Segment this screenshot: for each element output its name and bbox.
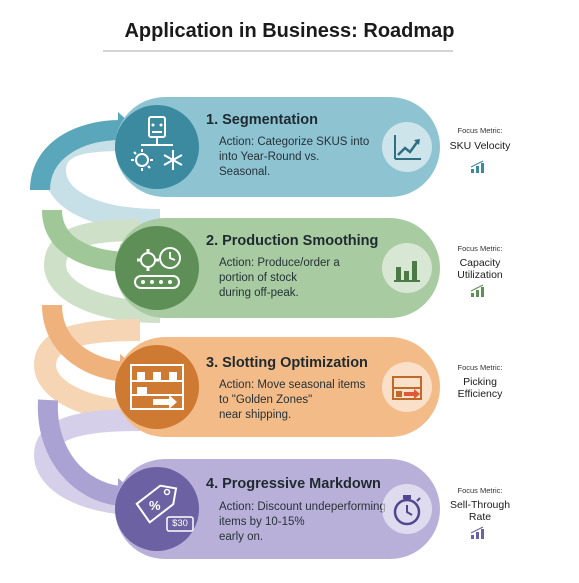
step-2-metric-name: Capacity Utilization xyxy=(443,257,517,281)
step-1-action-line: into Year-Round vs. xyxy=(219,151,320,163)
step-3-metric-circle: Focus Metric: Picking Efficiency xyxy=(443,350,517,424)
step-4-metric-name-line: Sell-Through xyxy=(449,499,511,511)
trend-up-icon xyxy=(470,526,484,539)
step-1-action-line: Seasonal. xyxy=(219,166,271,178)
arrow-to-step1 xyxy=(30,120,121,191)
step-3-chart-circle xyxy=(382,362,432,412)
step-3-title: 3. Slotting Optimization xyxy=(206,355,368,371)
step-4-action-line: early on. xyxy=(219,531,264,543)
conveyor-clock-icon xyxy=(134,247,181,289)
price-tag-label: $30 xyxy=(172,518,188,529)
bar-chart-icon xyxy=(394,261,420,282)
step-2-title: 2. Production Smoothing xyxy=(206,233,379,249)
trend-up-icon xyxy=(470,160,484,173)
warehouse-shelf-icon xyxy=(130,364,184,410)
step-1-title: 1. Segmentation xyxy=(206,112,318,128)
step-4-metric-label: Focus Metric: xyxy=(457,486,503,495)
svg-text:%: % xyxy=(149,498,161,513)
step-2-chart-circle xyxy=(382,243,432,293)
step-4-metric-circle: Focus Metric: Sell-Through Rate xyxy=(443,472,517,546)
step-1-metric-name-line: SKU Velocity xyxy=(449,140,511,152)
step-1-action: Action: Categorize SKUS into into Year-R… xyxy=(219,135,389,180)
step-4-title: 4. Progressive Markdown xyxy=(206,476,381,492)
page-title: Application in Business: Roadmap xyxy=(124,20,455,42)
step-1-metric-name: SKU Velocity xyxy=(443,140,517,152)
step-4-chart-circle xyxy=(382,484,432,534)
step-3-action: Action: Move seasonal items to "Golden Z… xyxy=(219,378,389,423)
step-3-metric-label: Focus Metric: xyxy=(457,363,503,372)
step-3-metric-name-line: Picking xyxy=(463,376,497,388)
step-2-action-line: portion of stock xyxy=(219,272,297,284)
shelf-arrow-icon xyxy=(392,376,422,400)
step-1-icon-circle xyxy=(115,105,199,189)
arrow-to-step2 xyxy=(42,209,126,272)
step-1-action-line: Action: Categorize SKUS into xyxy=(219,136,370,148)
step-3-action-line: to "Golden Zones" xyxy=(219,394,313,406)
step-3-metric-name: Picking Efficiency xyxy=(443,376,517,400)
trend-up-icon xyxy=(470,284,484,297)
step-2-metric-circle: Focus Metric: Capacity Utilization xyxy=(443,231,517,305)
step-4-action-line: Action: Discount undeperforming xyxy=(219,501,386,513)
arrow-to-step4 xyxy=(37,399,122,506)
stopwatch-icon xyxy=(393,495,421,526)
step-2-metric-label: Focus Metric: xyxy=(457,244,503,253)
step-1-metric-circle: Focus Metric: SKU Velocity xyxy=(443,110,517,184)
step-4-metric-name: Sell-Through Rate xyxy=(443,499,517,523)
arrow-to-step3 xyxy=(42,304,127,382)
step-2-action: Action: Produce/order a portion of stock… xyxy=(219,256,389,301)
step-2-metric-name-line: Utilization xyxy=(457,269,503,281)
step-1-chart-circle xyxy=(382,122,432,172)
step-4-action: Action: Discount undeperforming items by… xyxy=(219,500,389,545)
title-divider xyxy=(103,50,453,52)
step-3-action-line: near shipping. xyxy=(219,409,292,421)
line-chart-icon xyxy=(394,135,421,160)
price-tag-icon: % xyxy=(135,484,194,532)
step-3-icon-circle xyxy=(115,345,199,429)
step-2-action-line: Action: Produce/order a xyxy=(219,257,340,269)
step-3-metric-name-line: Efficiency xyxy=(457,388,503,400)
snowflake-sun-icon xyxy=(131,116,183,171)
step-3-action-line: Action: Move seasonal items xyxy=(219,379,366,391)
step-4-metric-name-line: Rate xyxy=(468,511,492,523)
step-2-icon-circle xyxy=(115,226,199,310)
step-2-metric-name-line: Capacity xyxy=(459,257,501,269)
step-2-action-line: during off-peak. xyxy=(219,287,299,299)
step-4-action-line: items by 10-15% xyxy=(219,516,305,528)
step-1-metric-label: Focus Metric: xyxy=(457,126,503,135)
step-4-icon-circle: % $30 xyxy=(115,467,199,551)
